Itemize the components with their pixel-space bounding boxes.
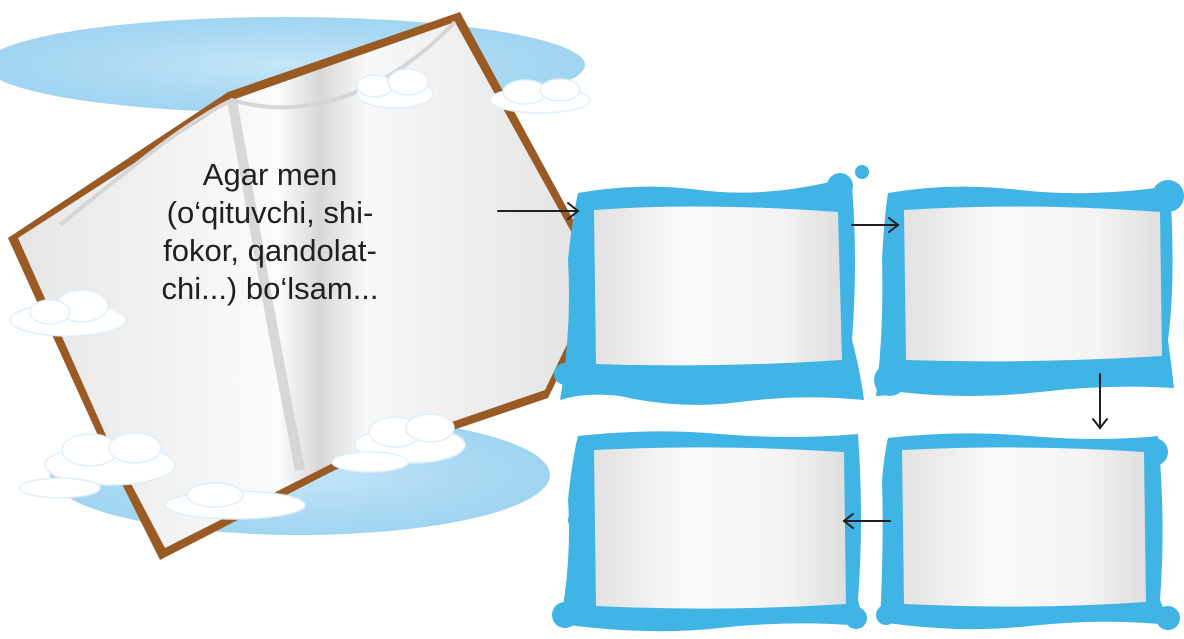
prompt-text: Agar men (o‘qituvchi, shi- fokor, qandol… — [150, 156, 390, 308]
flow-box-4[interactable] — [552, 431, 867, 631]
box-4-bubble-br — [845, 607, 867, 629]
flow-box-2[interactable] — [874, 180, 1184, 396]
box-4-bubble-bl — [552, 602, 578, 628]
box-1-panel — [594, 206, 842, 365]
box-2-bubble-tr — [1152, 180, 1184, 212]
prompt-line-2: (o‘qituvchi, shi- — [150, 194, 390, 232]
prompt-line-4: chi...) bo‘lsam... — [150, 270, 390, 308]
prompt-line-3: fokor, qandolat- — [150, 232, 390, 270]
arrow-box-1-to-box-2 — [852, 218, 898, 232]
box-4-bubble-l — [568, 511, 586, 529]
box-3-bubble-bl — [876, 605, 896, 625]
flow-box-3[interactable] — [876, 433, 1180, 630]
box-3-bubble-br — [1156, 606, 1180, 630]
prompt-line-1: Agar men — [150, 156, 390, 194]
flow-box-1[interactable] — [554, 165, 869, 405]
box-2-bubble-bl — [874, 364, 906, 396]
box-1-bubble-tr — [827, 173, 853, 199]
box-3-bubble-tr — [1140, 438, 1168, 466]
box-3-panel — [902, 447, 1146, 606]
box-2-panel — [904, 206, 1162, 361]
box-4-panel — [594, 447, 846, 608]
box-1-bubble-tr-small — [855, 165, 869, 179]
box-1-bubble-bl — [554, 363, 576, 385]
